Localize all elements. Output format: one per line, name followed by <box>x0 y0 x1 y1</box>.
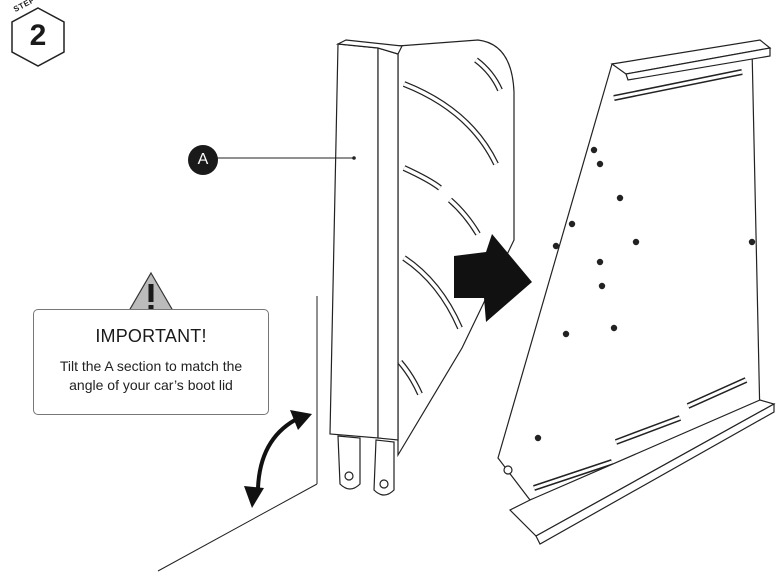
important-notice: IMPORTANT! Tilt the A section to match t… <box>33 309 269 415</box>
direction-arrow <box>454 234 532 322</box>
mounting-plate <box>497 39 776 545</box>
step-hexagon <box>11 7 65 67</box>
callout-leader-dot <box>352 156 356 160</box>
callout-label-a: A <box>197 151 209 168</box>
floor-line <box>157 483 318 572</box>
tilt-arrow <box>244 410 312 508</box>
notice-title: IMPORTANT! <box>95 326 207 346</box>
notice-body: Tilt the A section to match the angle of… <box>59 358 243 393</box>
callout-badge <box>188 145 218 175</box>
step-number: 2 <box>29 19 47 52</box>
part-a-section <box>329 39 515 496</box>
